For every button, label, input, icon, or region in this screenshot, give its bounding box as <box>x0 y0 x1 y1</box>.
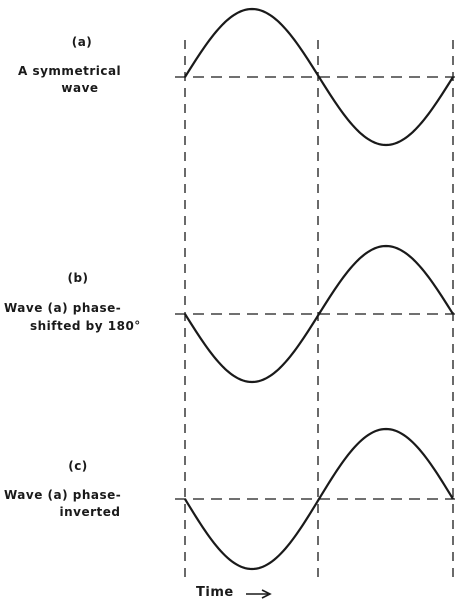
panel-c-caption-line1: Wave (a) phase- <box>4 488 122 502</box>
panel-b-caption-line1: Wave (a) phase- <box>4 301 122 315</box>
time-label: Time <box>196 585 234 600</box>
wave-a-curve <box>184 7 454 147</box>
wave-b-curve <box>184 244 454 384</box>
panel-a-caption-line2: wave <box>61 81 99 95</box>
panel-a-caption-line1: A symmetrical <box>18 64 122 78</box>
panel-b-caption-line2: shifted by 180° <box>30 319 141 333</box>
panel-b-tag: (b) <box>67 271 89 285</box>
wave-c-curve <box>184 427 454 571</box>
panel-c-caption-line2: inverted <box>59 505 121 519</box>
panel-c-tag: (c) <box>68 459 88 473</box>
panel-a-tag: (a) <box>71 35 93 49</box>
time-arrow-head-icon <box>261 589 272 599</box>
